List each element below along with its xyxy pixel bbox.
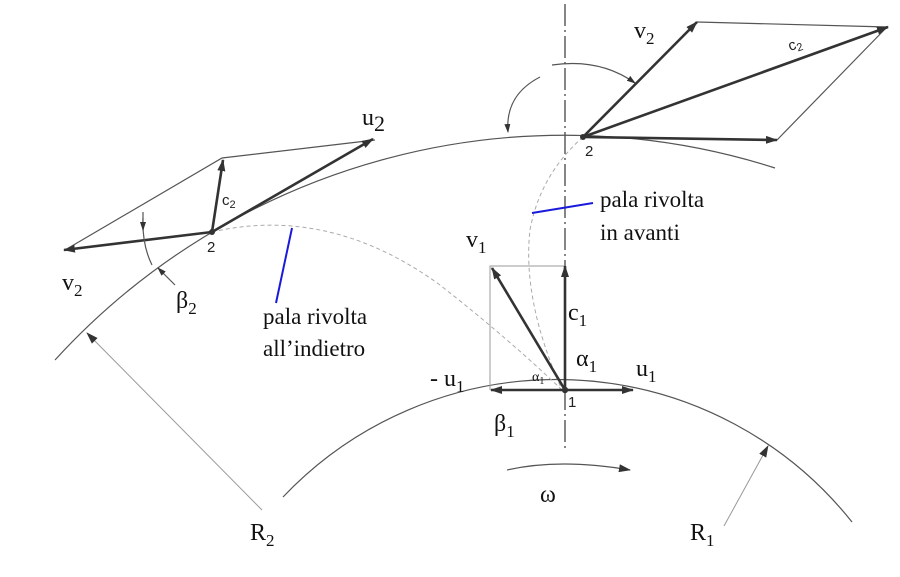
point-2-backward <box>209 229 215 235</box>
label-minus-u1: - u1 <box>430 366 465 396</box>
label-v1: v1 <box>466 227 487 257</box>
label-r1: R1 <box>690 520 715 550</box>
vector-v2-forward <box>582 21 698 138</box>
label-omega: ω <box>540 482 556 508</box>
beta2-pointer <box>157 267 176 286</box>
radius-arrow-r2 <box>86 332 263 511</box>
vector-u2-backward <box>211 137 374 234</box>
label-u1: u1 <box>636 356 657 386</box>
label-c1: c1 <box>568 300 587 330</box>
label-alpha1-small: α1 <box>532 370 544 387</box>
label-point-2-backward: 2 <box>207 239 215 256</box>
inlet-rectangle <box>489 265 565 390</box>
outlet-triangle-backward <box>63 137 376 286</box>
inlet-triangle <box>489 265 634 394</box>
point-2-forward <box>580 134 586 140</box>
rotation-arrow <box>506 463 631 473</box>
inner-circle-r1 <box>282 378 853 523</box>
label-beta1: β1 <box>494 411 515 441</box>
blade-forward <box>528 136 584 391</box>
label-c2-backward: c2 <box>222 192 236 211</box>
vector-v2-backward <box>63 230 213 253</box>
label-r2: R2 <box>250 520 275 550</box>
annotation-forward-line2: in avanti <box>600 220 680 245</box>
label-alpha1: α1 <box>576 346 597 376</box>
label-u2-backward: u2 <box>362 105 385 136</box>
annotation-backward-line1: pala rivolta <box>263 304 367 329</box>
outer-circle-r2 <box>54 134 776 361</box>
vector-v1 <box>490 267 567 391</box>
annotation-backward-line2: all’indietro <box>263 336 365 361</box>
leader-forward-blade <box>531 202 594 214</box>
angle-arc-left <box>504 76 541 133</box>
label-point-2-forward: 2 <box>585 143 593 160</box>
label-v2-backward: v2 <box>62 270 83 300</box>
beta2-arc <box>142 217 153 266</box>
parallelogram-backward <box>64 139 376 251</box>
vector-c2-backward <box>210 159 226 233</box>
label-v2-forward: v2 <box>634 18 655 48</box>
label-beta2: β2 <box>176 288 197 318</box>
outlet-triangle-forward <box>504 21 889 144</box>
vector-c2-forward <box>582 25 889 139</box>
blade-backward <box>211 224 563 391</box>
annotation-forward-line1: pala rivolta <box>600 187 704 212</box>
point-1 <box>561 386 569 394</box>
label-point-1: 1 <box>568 394 576 411</box>
vector-u2-forward <box>582 135 778 144</box>
angle-arc-right <box>551 62 636 84</box>
label-c2-forward: c2 <box>786 34 805 56</box>
leader-backward-blade <box>275 227 293 304</box>
radius-arrow-r1 <box>723 445 769 527</box>
